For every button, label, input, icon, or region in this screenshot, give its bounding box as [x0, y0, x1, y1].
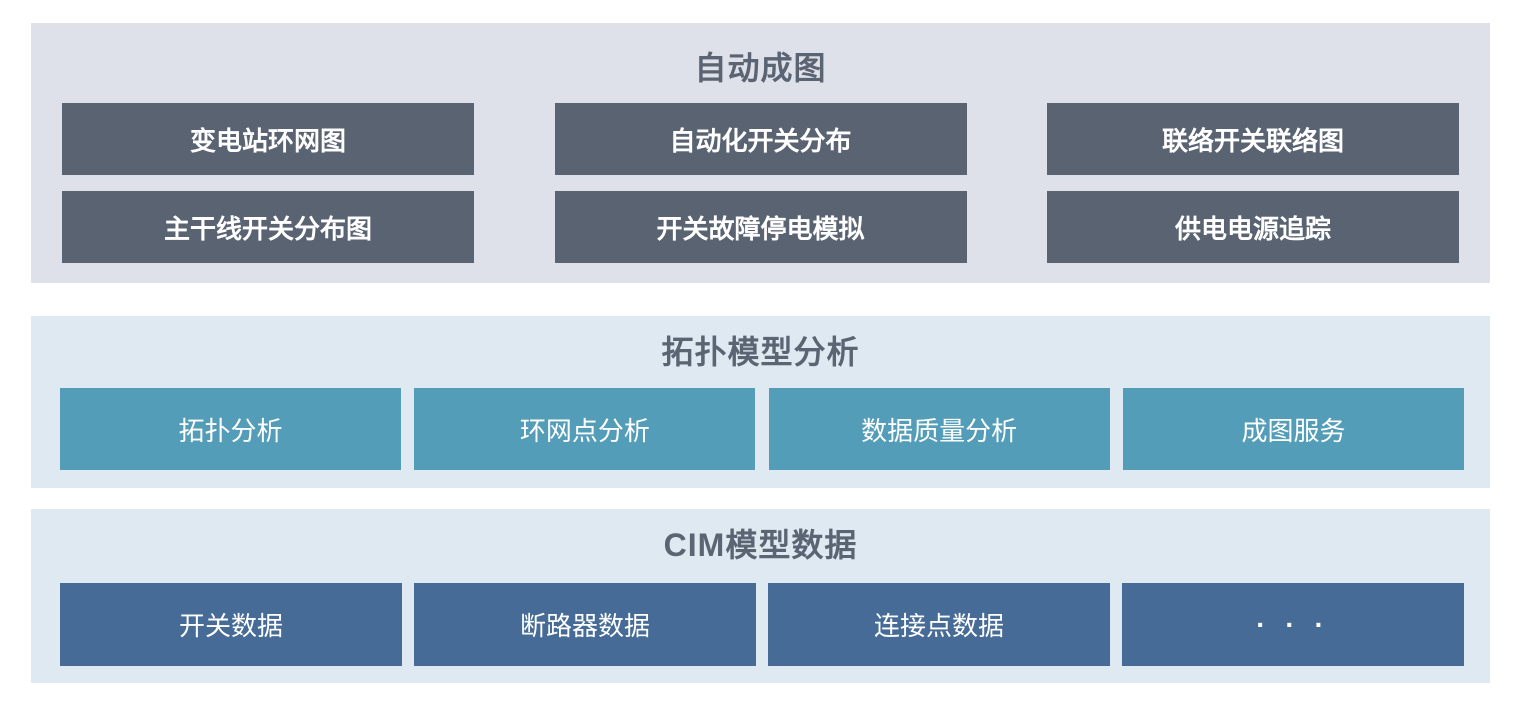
block-diagram-service: 成图服务: [1122, 388, 1464, 470]
block-switch-data: 开关数据: [60, 583, 402, 666]
auto-mapping-row-2: 主干线开关分布图 开关故障停电模拟 供电电源追踪: [62, 191, 1459, 263]
section-title-topology-model-analysis: 拓扑模型分析: [661, 334, 860, 370]
auto-mapping-row-1: 变电站环网图 自动化开关分布 联络开关联络图: [62, 103, 1459, 175]
cim-data-row: 开关数据 断路器数据 连接点数据 · · ·: [60, 583, 1464, 666]
topology-analysis-row: 拓扑分析 环网点分析 数据质量分析 成图服务: [60, 388, 1464, 470]
block-trunk-line-switch-distribution-diagram: 主干线开关分布图: [62, 191, 474, 263]
block-data-quality-analysis: 数据质量分析: [768, 388, 1110, 470]
section-auto-mapping: 自动成图 变电站环网图 自动化开关分布 联络开关联络图 主干线开关分布图 开关故…: [31, 23, 1490, 283]
block-power-supply-tracing: 供电电源追踪: [1047, 191, 1459, 263]
block-topology-analysis: 拓扑分析: [60, 388, 401, 470]
section-cim-model-data: CIM模型数据 开关数据 断路器数据 连接点数据 · · ·: [31, 509, 1490, 683]
section-title-cim-model-data: CIM模型数据: [663, 527, 858, 563]
block-more-ellipsis: · · ·: [1122, 583, 1464, 666]
section-title-auto-mapping: 自动成图: [694, 50, 827, 86]
block-automated-switch-distribution: 自动化开关分布: [554, 103, 967, 175]
section-topology-model-analysis: 拓扑模型分析 拓扑分析 环网点分析 数据质量分析 成图服务: [31, 316, 1490, 488]
block-connection-point-data: 连接点数据: [768, 583, 1110, 666]
block-substation-ring-network-diagram: 变电站环网图: [62, 103, 474, 175]
block-ring-point-analysis: 环网点分析: [414, 388, 756, 470]
block-tie-switch-connection-diagram: 联络开关联络图: [1047, 103, 1459, 175]
block-switch-fault-outage-simulation: 开关故障停电模拟: [554, 191, 967, 263]
block-circuit-breaker-data: 断路器数据: [414, 583, 756, 666]
